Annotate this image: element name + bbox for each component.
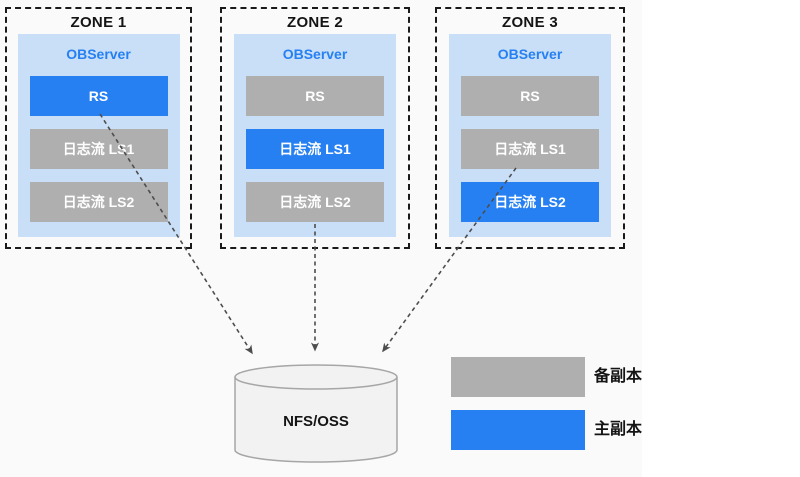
observer-label: OBServer [282,46,348,62]
diagram-canvas: ZONE 1 OBServer RS 日志流 LS1 日志流 LS2 ZONE … [5,7,643,463]
zone-2: ZONE 2 OBServer RS 日志流 LS1 日志流 LS2 [220,7,410,249]
zone-2-title: ZONE 2 [287,14,343,31]
legend-label-replica: 备副本 [594,368,643,385]
zone-3-ls2-box: 日志流 LS2 [461,182,599,222]
zone-2-ls1-box: 日志流 LS1 [246,129,384,169]
zone-1-ls1-box: 日志流 LS1 [29,129,168,169]
zone-3-title: ZONE 3 [502,14,558,31]
zone-1-rs-box: RS [29,76,168,116]
legend-label-primary: 主副本 [594,421,643,438]
zone-2-observer-box: OBServer RS 日志流 LS1 日志流 LS2 [234,34,396,237]
zone-3: ZONE 3 OBServer RS 日志流 LS1 日志流 LS2 [435,7,625,249]
zone-1-ls2-box: 日志流 LS2 [29,182,168,222]
zone-3-rs-box: RS [461,76,599,116]
zone-2-ls2-box: 日志流 LS2 [246,182,384,222]
storage-label: NFS/OSS [283,413,349,430]
zone-1: ZONE 1 OBServer RS 日志流 LS1 日志流 LS2 [5,7,192,249]
zone-2-rs-box: RS [246,76,384,116]
observer-label: OBServer [66,46,131,62]
zone-3-observer-box: OBServer RS 日志流 LS1 日志流 LS2 [449,34,611,237]
zone-3-ls1-box: 日志流 LS1 [461,129,599,169]
zone-1-title: ZONE 1 [70,14,127,31]
legend-swatch-primary [451,410,585,450]
legend-swatch-replica [451,357,585,397]
zone-1-observer-box: OBServer RS 日志流 LS1 日志流 LS2 [17,34,180,237]
observer-label: OBServer [497,46,563,62]
